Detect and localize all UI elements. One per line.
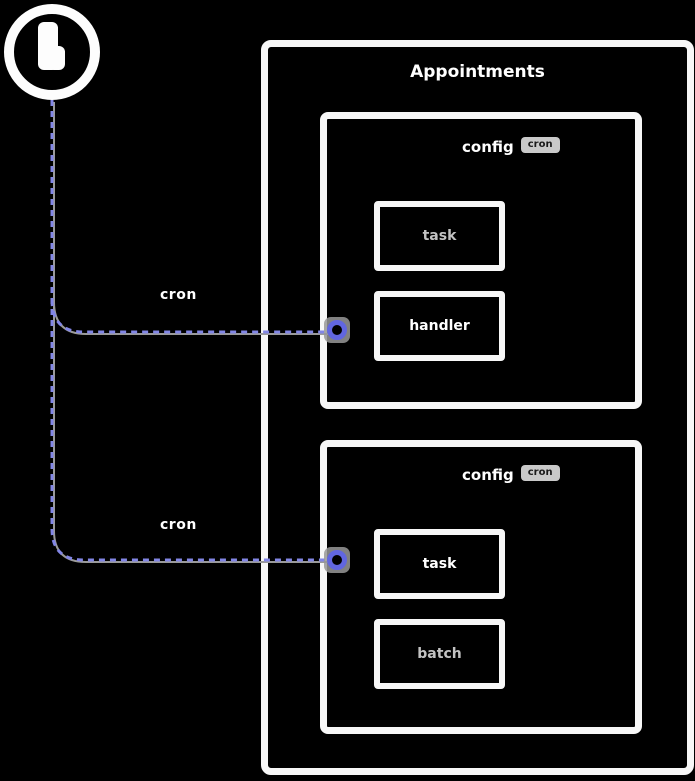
card-2-header: config cron	[462, 465, 560, 485]
group-container[interactable]: Appointments config cron task handler co…	[261, 40, 694, 775]
card-1-field-1[interactable]: task	[374, 201, 505, 271]
edge-port-1-ring	[327, 320, 347, 340]
edge-1-label: cron	[160, 287, 197, 303]
group-title: Appointments	[410, 62, 545, 82]
card-node-1[interactable]: config cron task handler	[320, 112, 642, 409]
edge-port-2[interactable]	[324, 547, 350, 573]
card-2-field-1[interactable]: task	[374, 529, 505, 599]
card-1-badge: cron	[520, 137, 560, 153]
card-2-field-2[interactable]: batch	[374, 619, 505, 689]
clock-trigger-icon	[38, 22, 65, 70]
card-node-2[interactable]: config cron task batch	[320, 440, 642, 734]
card-1-header: config cron	[462, 137, 560, 157]
edge-port-2-ring	[327, 550, 347, 570]
card-1-field-2[interactable]: handler	[374, 291, 505, 361]
edge-2-label: cron	[160, 517, 197, 533]
card-2-badge: cron	[520, 465, 560, 481]
card-2-title: config	[462, 466, 514, 484]
card-1-title: config	[462, 138, 514, 156]
edge-port-1[interactable]	[324, 317, 350, 343]
trigger-node[interactable]	[4, 4, 100, 100]
